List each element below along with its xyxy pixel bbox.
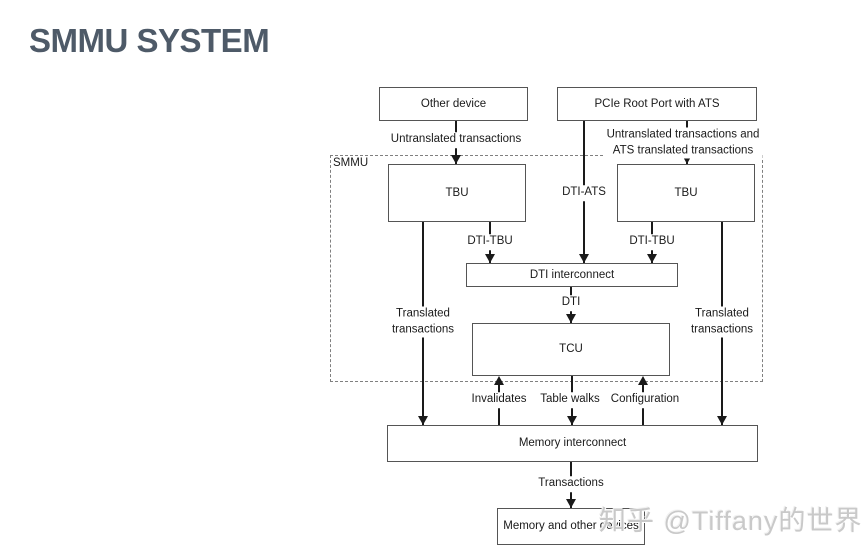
arrowhead-dti-to-tcu: [566, 314, 576, 323]
edge-label-configuration: Configuration: [607, 392, 683, 408]
arrowhead-tbu-right-to-memory: [717, 416, 727, 425]
arrowhead-tbu-left-to-memory: [418, 416, 428, 425]
edge-label-dti-tbu-left: DTI-TBU: [464, 234, 516, 250]
node-tbu-right: TBU: [617, 164, 755, 222]
arrowhead-table-walks: [567, 416, 577, 425]
node-other-device: Other device: [379, 87, 528, 121]
edge-label-transactions: Transactions: [535, 476, 607, 492]
edge-label-translated-right: Translated transactions: [687, 306, 757, 338]
arrowhead-pcie-to-dti-interconnect: [579, 254, 589, 263]
smmu-label: SMMU: [333, 157, 369, 169]
edge-label-dti-tbu-right: DTI-TBU: [626, 234, 678, 250]
arrowhead-tbu-left-to-dti-interconnect: [485, 254, 495, 263]
edge-label-untranslated-ats: Untranslated transactions and ATS transl…: [603, 127, 763, 159]
node-pcie-root-port: PCIe Root Port with ATS: [557, 87, 757, 121]
arrowhead-other-to-tbu-left: [451, 155, 461, 164]
edge-label-untranslated: Untranslated transactions: [387, 132, 525, 148]
arrowhead-invalidates: [494, 376, 504, 385]
node-tcu: TCU: [472, 323, 670, 376]
edge-label-dti-ats: DTI-ATS: [559, 185, 609, 201]
arrowhead-tbu-right-to-dti-interconnect: [647, 254, 657, 263]
arrowhead-pcie-to-tbu-right: [682, 155, 692, 164]
watermark: 知乎 @Tiffany的世界: [599, 506, 863, 536]
node-tbu-left: TBU: [388, 164, 526, 222]
smmu-container: [330, 155, 763, 382]
edge-label-table-walks: Table walks: [537, 392, 603, 408]
node-dti-interconnect: DTI interconnect: [466, 263, 678, 287]
edge-label-dti: DTI: [558, 295, 584, 311]
edge-label-invalidates: Invalidates: [468, 392, 530, 408]
arrowhead-configuration: [638, 376, 648, 385]
node-memory-interconnect: Memory interconnect: [387, 425, 758, 462]
edge-label-translated-left: Translated transactions: [388, 306, 458, 338]
arrowhead-memory-to-devices: [566, 499, 576, 508]
page-title: SMMU SYSTEM: [29, 22, 270, 59]
node-memory-devices: Memory and other devices: [497, 508, 645, 545]
